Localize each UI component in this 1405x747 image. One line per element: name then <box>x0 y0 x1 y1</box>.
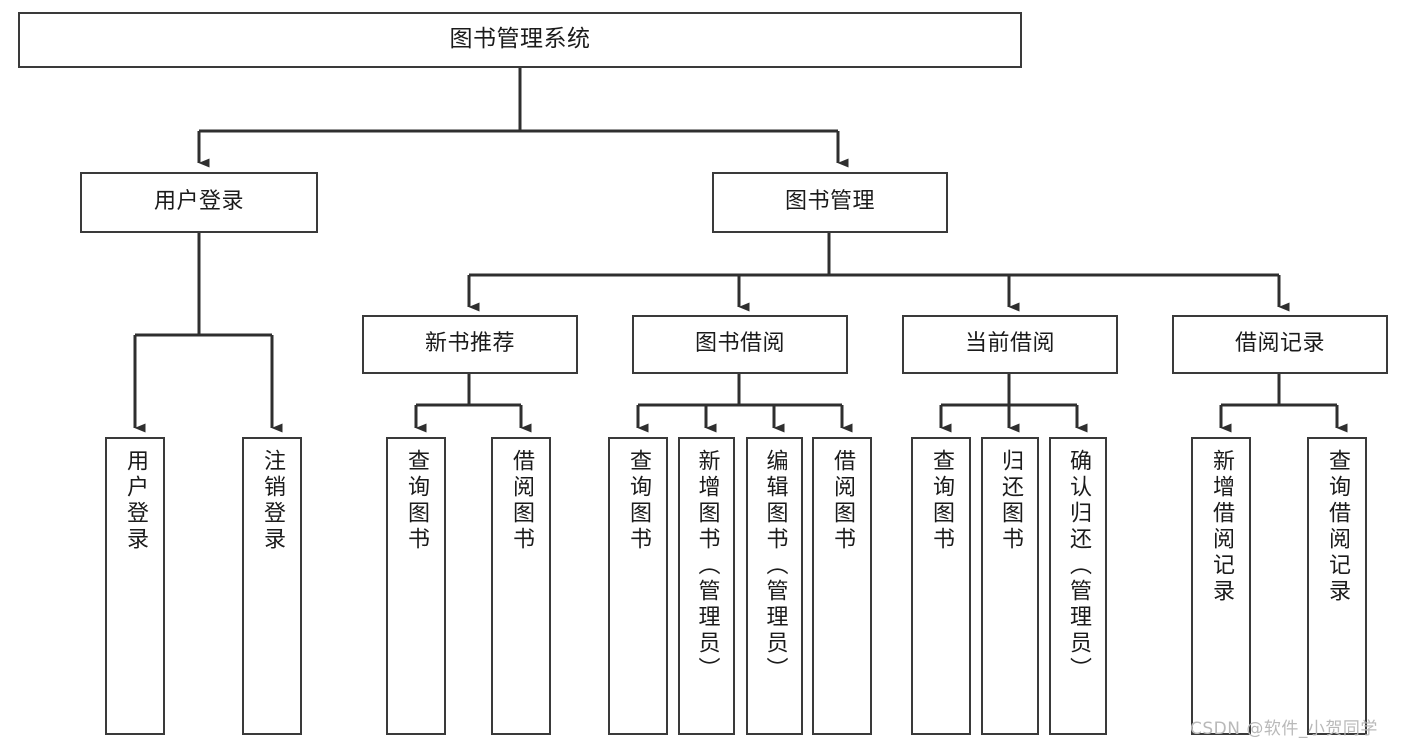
leaf-add-borrow-record[interactable]: 新增借阅记录 <box>1191 437 1251 735</box>
leaf-borrow-book-nbr[interactable]: 借阅图书 <box>491 437 551 735</box>
node-label: 图书管理系统 <box>449 26 591 53</box>
node-label: 图书管理 <box>784 189 875 215</box>
leaf-query-book-bb[interactable]: 查询图书 <box>608 437 668 735</box>
node-label: 用户登录 <box>153 189 244 215</box>
node-label: 新增图书（管理员） <box>694 449 720 683</box>
leaf-query-borrow-record[interactable]: 查询借阅记录 <box>1307 437 1367 735</box>
leaf-query-book-cb[interactable]: 查询图书 <box>911 437 971 735</box>
node-label: 借阅记录 <box>1234 331 1325 357</box>
node-label: 查询图书 <box>626 449 651 553</box>
node-label: 确认归还（管理员） <box>1066 449 1091 683</box>
node-label: 编辑图书（管理员） <box>762 449 788 683</box>
node-borrowing-record[interactable]: 借阅记录 <box>1172 315 1388 374</box>
node-label: 图书借阅 <box>694 331 785 357</box>
node-label: 借阅图书 <box>830 449 855 553</box>
node-root-book-management-system[interactable]: 图书管理系统 <box>18 12 1022 68</box>
leaf-query-book-nbr[interactable]: 查询图书 <box>386 437 446 735</box>
node-label: 借阅图书 <box>509 449 534 553</box>
node-label: 新增借阅记录 <box>1209 449 1234 605</box>
node-user-login[interactable]: 用户登录 <box>80 172 318 233</box>
node-label: 查询图书 <box>404 449 429 553</box>
leaf-logout[interactable]: 注销登录 <box>242 437 302 735</box>
node-new-book-recommendation[interactable]: 新书推荐 <box>362 315 578 374</box>
leaf-user-login[interactable]: 用户登录 <box>105 437 165 735</box>
node-label: 注销登录 <box>260 449 285 553</box>
node-book-management[interactable]: 图书管理 <box>712 172 948 233</box>
node-current-borrowing[interactable]: 当前借阅 <box>902 315 1118 374</box>
leaf-borrow-book-bb[interactable]: 借阅图书 <box>812 437 872 735</box>
csdn-watermark: CSDN @软件_小贺同学 <box>1190 719 1378 739</box>
leaf-confirm-return-admin[interactable]: 确认归还（管理员） <box>1049 437 1107 735</box>
node-label: 查询图书 <box>929 449 954 553</box>
leaf-edit-book-admin[interactable]: 编辑图书（管理员） <box>746 437 803 735</box>
node-label: 用户登录 <box>123 449 148 553</box>
node-label: 当前借阅 <box>964 331 1055 357</box>
node-label: 新书推荐 <box>424 331 515 357</box>
node-label: 查询借阅记录 <box>1325 449 1350 605</box>
node-label: 归还图书 <box>998 449 1023 553</box>
leaf-return-book[interactable]: 归还图书 <box>981 437 1039 735</box>
node-book-borrowing[interactable]: 图书借阅 <box>632 315 848 374</box>
leaf-add-book-admin[interactable]: 新增图书（管理员） <box>678 437 735 735</box>
